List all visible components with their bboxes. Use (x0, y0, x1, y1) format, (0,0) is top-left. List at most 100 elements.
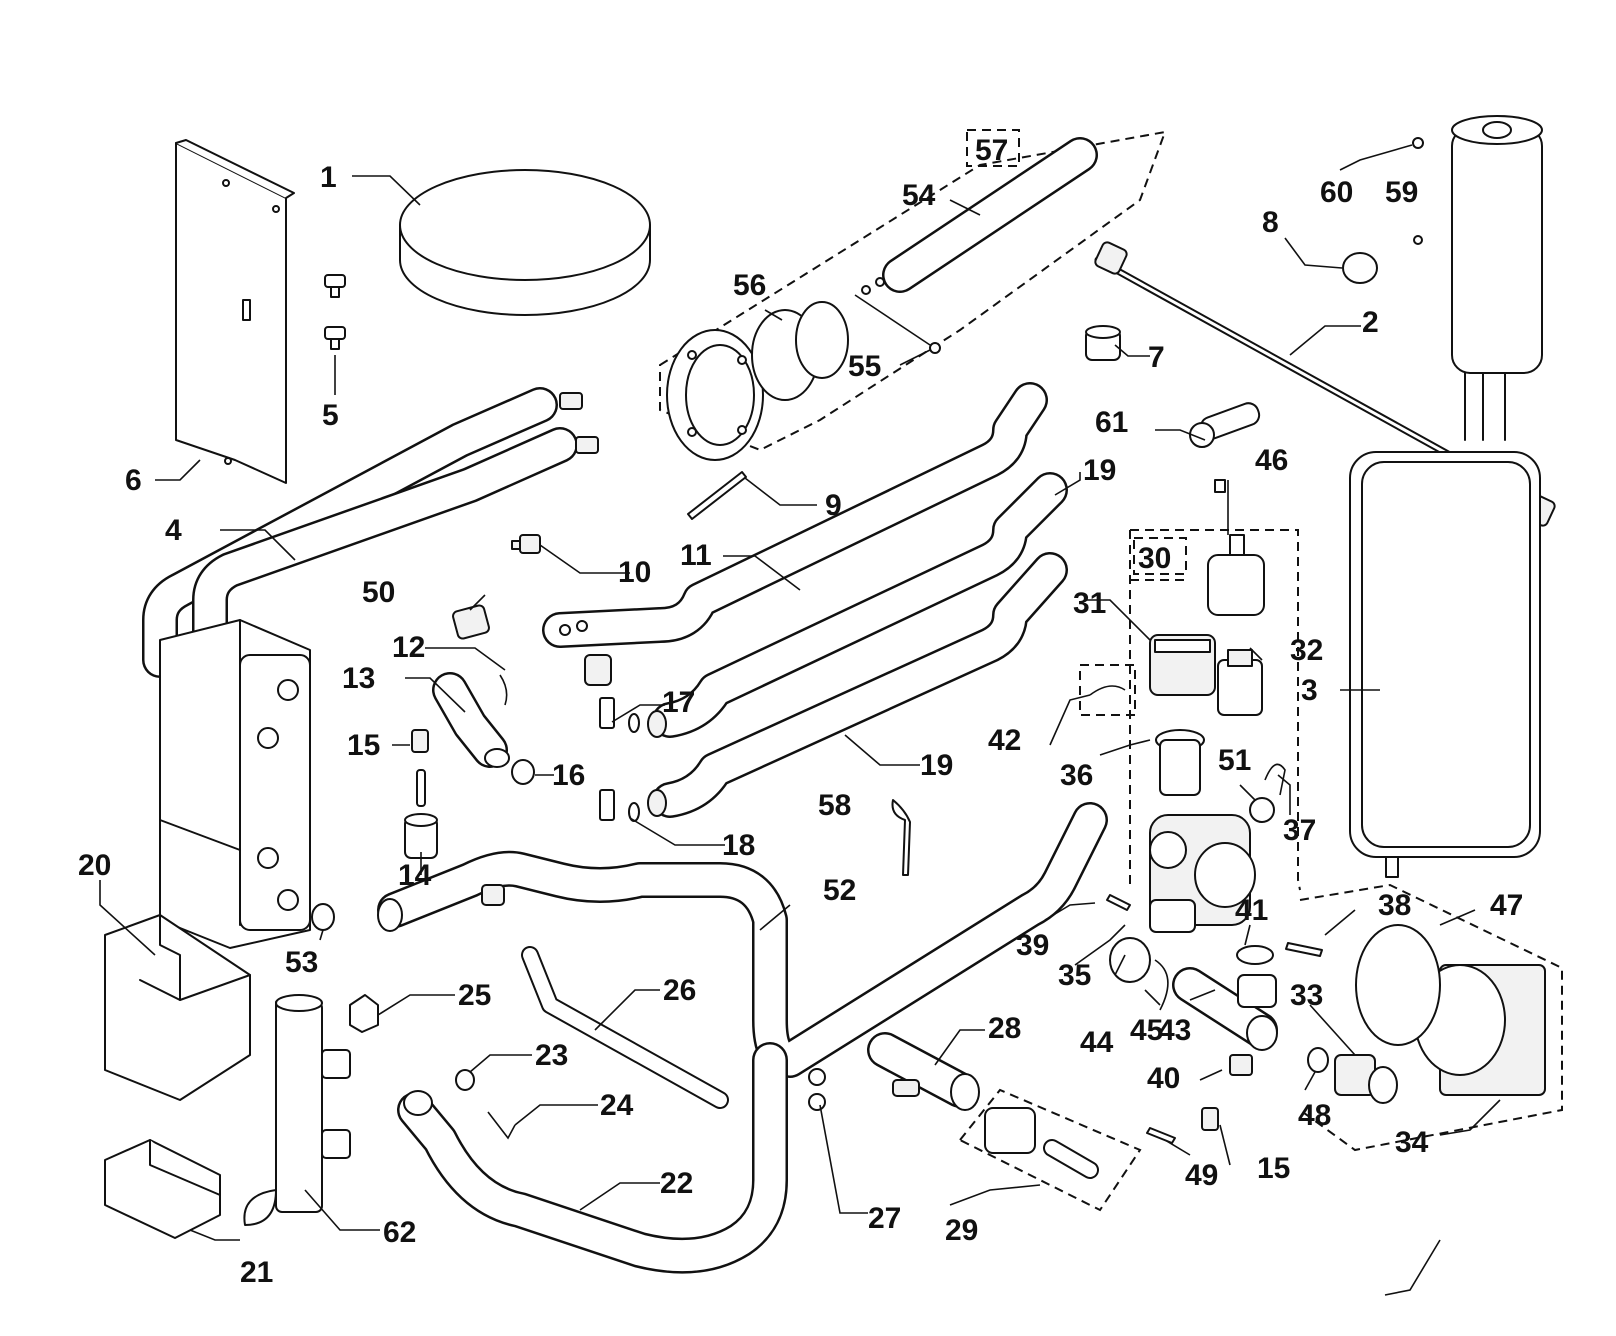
part-61-fitting (1189, 402, 1261, 448)
callout-61: 61 (1095, 406, 1128, 439)
part-58-clip (891, 799, 911, 876)
part-22-lower-pipe (397, 1042, 788, 1274)
callout-37: 37 (1283, 814, 1316, 847)
callout-30: 30 (1138, 542, 1171, 575)
callout-24: 24 (600, 1089, 634, 1122)
part-11-pipe (542, 382, 1048, 686)
part-39-clip (1106, 894, 1131, 911)
callout-48: 48 (1298, 1099, 1331, 1132)
part-47-o-ring (1355, 924, 1441, 1046)
callout-18: 18 (722, 829, 755, 862)
part-29-adapter-set (958, 1088, 1142, 1212)
part-32-pressure-switch (1217, 649, 1263, 716)
part-60-washer (1412, 137, 1424, 149)
callout-16: 16 (552, 759, 585, 792)
part-19-pipes (647, 472, 1068, 818)
callout-54: 54 (902, 179, 936, 212)
callout-1: 1 (320, 161, 337, 194)
callout-25: 25 (458, 979, 491, 1012)
leader-lines (99, 144, 1501, 1296)
part-5-screws (324, 274, 346, 350)
callout-15-right: 15 (1257, 1152, 1290, 1185)
callout-9: 9 (825, 489, 842, 522)
part-31-motor-head (1149, 634, 1216, 696)
callout-53: 53 (285, 946, 318, 979)
callout-27: 27 (868, 1202, 901, 1235)
callout-56: 56 (733, 269, 766, 302)
part-46-valve (1207, 534, 1265, 616)
callout-39: 39 (1016, 929, 1049, 962)
part-7-cap (1085, 325, 1121, 361)
callout-58: 58 (818, 789, 851, 822)
callout-19-top: 19 (1083, 454, 1116, 487)
callout-6: 6 (125, 464, 142, 497)
callout-32: 32 (1290, 634, 1323, 667)
part-8-nut (1342, 252, 1378, 284)
part-44-nut (1109, 937, 1151, 983)
part-16-o-ring (511, 759, 535, 785)
callout-47: 47 (1490, 889, 1523, 922)
part-59-cylinder (1413, 115, 1543, 441)
callout-12: 12 (392, 631, 425, 664)
part-23-o-ring (455, 1069, 475, 1091)
callout-34: 34 (1395, 1126, 1429, 1159)
callout-labels: 1 2 3 4 5 6 7 8 9 10 11 12 13 14 15 15 1… (78, 134, 1523, 1289)
part-15-bleed-nipple-left (411, 729, 429, 753)
part-52-return-pipe (377, 802, 1108, 1078)
part-17-clip (599, 697, 640, 733)
part-30-hydraulic-group (1129, 529, 1301, 891)
part-13-elbow-fitting (432, 672, 510, 768)
callout-49: 49 (1185, 1159, 1218, 1192)
part-18-clip (599, 789, 640, 822)
callout-8: 8 (1262, 206, 1279, 239)
part-26-drain-pipe (521, 946, 729, 1109)
part-40-drain-cock (1229, 1054, 1253, 1076)
part-9-rod (687, 471, 747, 520)
part-37-clip (1264, 763, 1286, 796)
part-21-clip-block (104, 1139, 221, 1239)
part-20-insulation-block (104, 914, 251, 1101)
part-41-o-ring (1236, 945, 1274, 965)
part-14-pin-sleeve (404, 769, 438, 859)
callout-17: 17 (662, 686, 695, 719)
callout-21: 21 (240, 1256, 273, 1289)
part-12-clip (499, 674, 508, 706)
callout-43: 43 (1158, 1014, 1191, 1047)
callout-35: 35 (1058, 959, 1091, 992)
callout-33: 33 (1290, 979, 1323, 1012)
callout-7: 7 (1148, 341, 1165, 374)
callout-55: 55 (848, 350, 881, 383)
part-36-valve-cartridge (1155, 729, 1205, 796)
callout-50: 50 (362, 576, 395, 609)
callout-3: 3 (1301, 674, 1318, 707)
callout-31: 31 (1073, 587, 1106, 620)
part-24-clip (487, 1111, 516, 1140)
part-1-expansion-disc (399, 169, 651, 316)
callout-59: 59 (1385, 176, 1418, 209)
part-10-bleed-valve (511, 534, 541, 554)
part-35-valve-body (1149, 814, 1256, 933)
callout-41: 41 (1235, 894, 1268, 927)
part-4-pipe-pair (142, 387, 599, 678)
heat-exchanger (159, 619, 311, 949)
callout-44: 44 (1080, 1026, 1114, 1059)
callout-46: 46 (1255, 444, 1288, 477)
callout-22: 22 (660, 1167, 693, 1200)
callout-38: 38 (1378, 889, 1411, 922)
callout-62: 62 (383, 1216, 416, 1249)
part-28-valve (867, 1032, 980, 1111)
callout-51: 51 (1218, 744, 1251, 777)
part-38-clip (1285, 942, 1323, 957)
callout-2: 2 (1362, 306, 1379, 339)
part-42-clip (1079, 664, 1136, 716)
part-53-o-ring (311, 903, 335, 931)
part-51-cap (1249, 797, 1275, 823)
part-27-nuts (808, 1068, 826, 1111)
callout-36: 36 (1060, 759, 1093, 792)
callout-20: 20 (78, 849, 111, 882)
part-45-o-ring (1154, 959, 1169, 1011)
part-62-manifold (243, 994, 351, 1226)
callout-4: 4 (165, 514, 182, 547)
